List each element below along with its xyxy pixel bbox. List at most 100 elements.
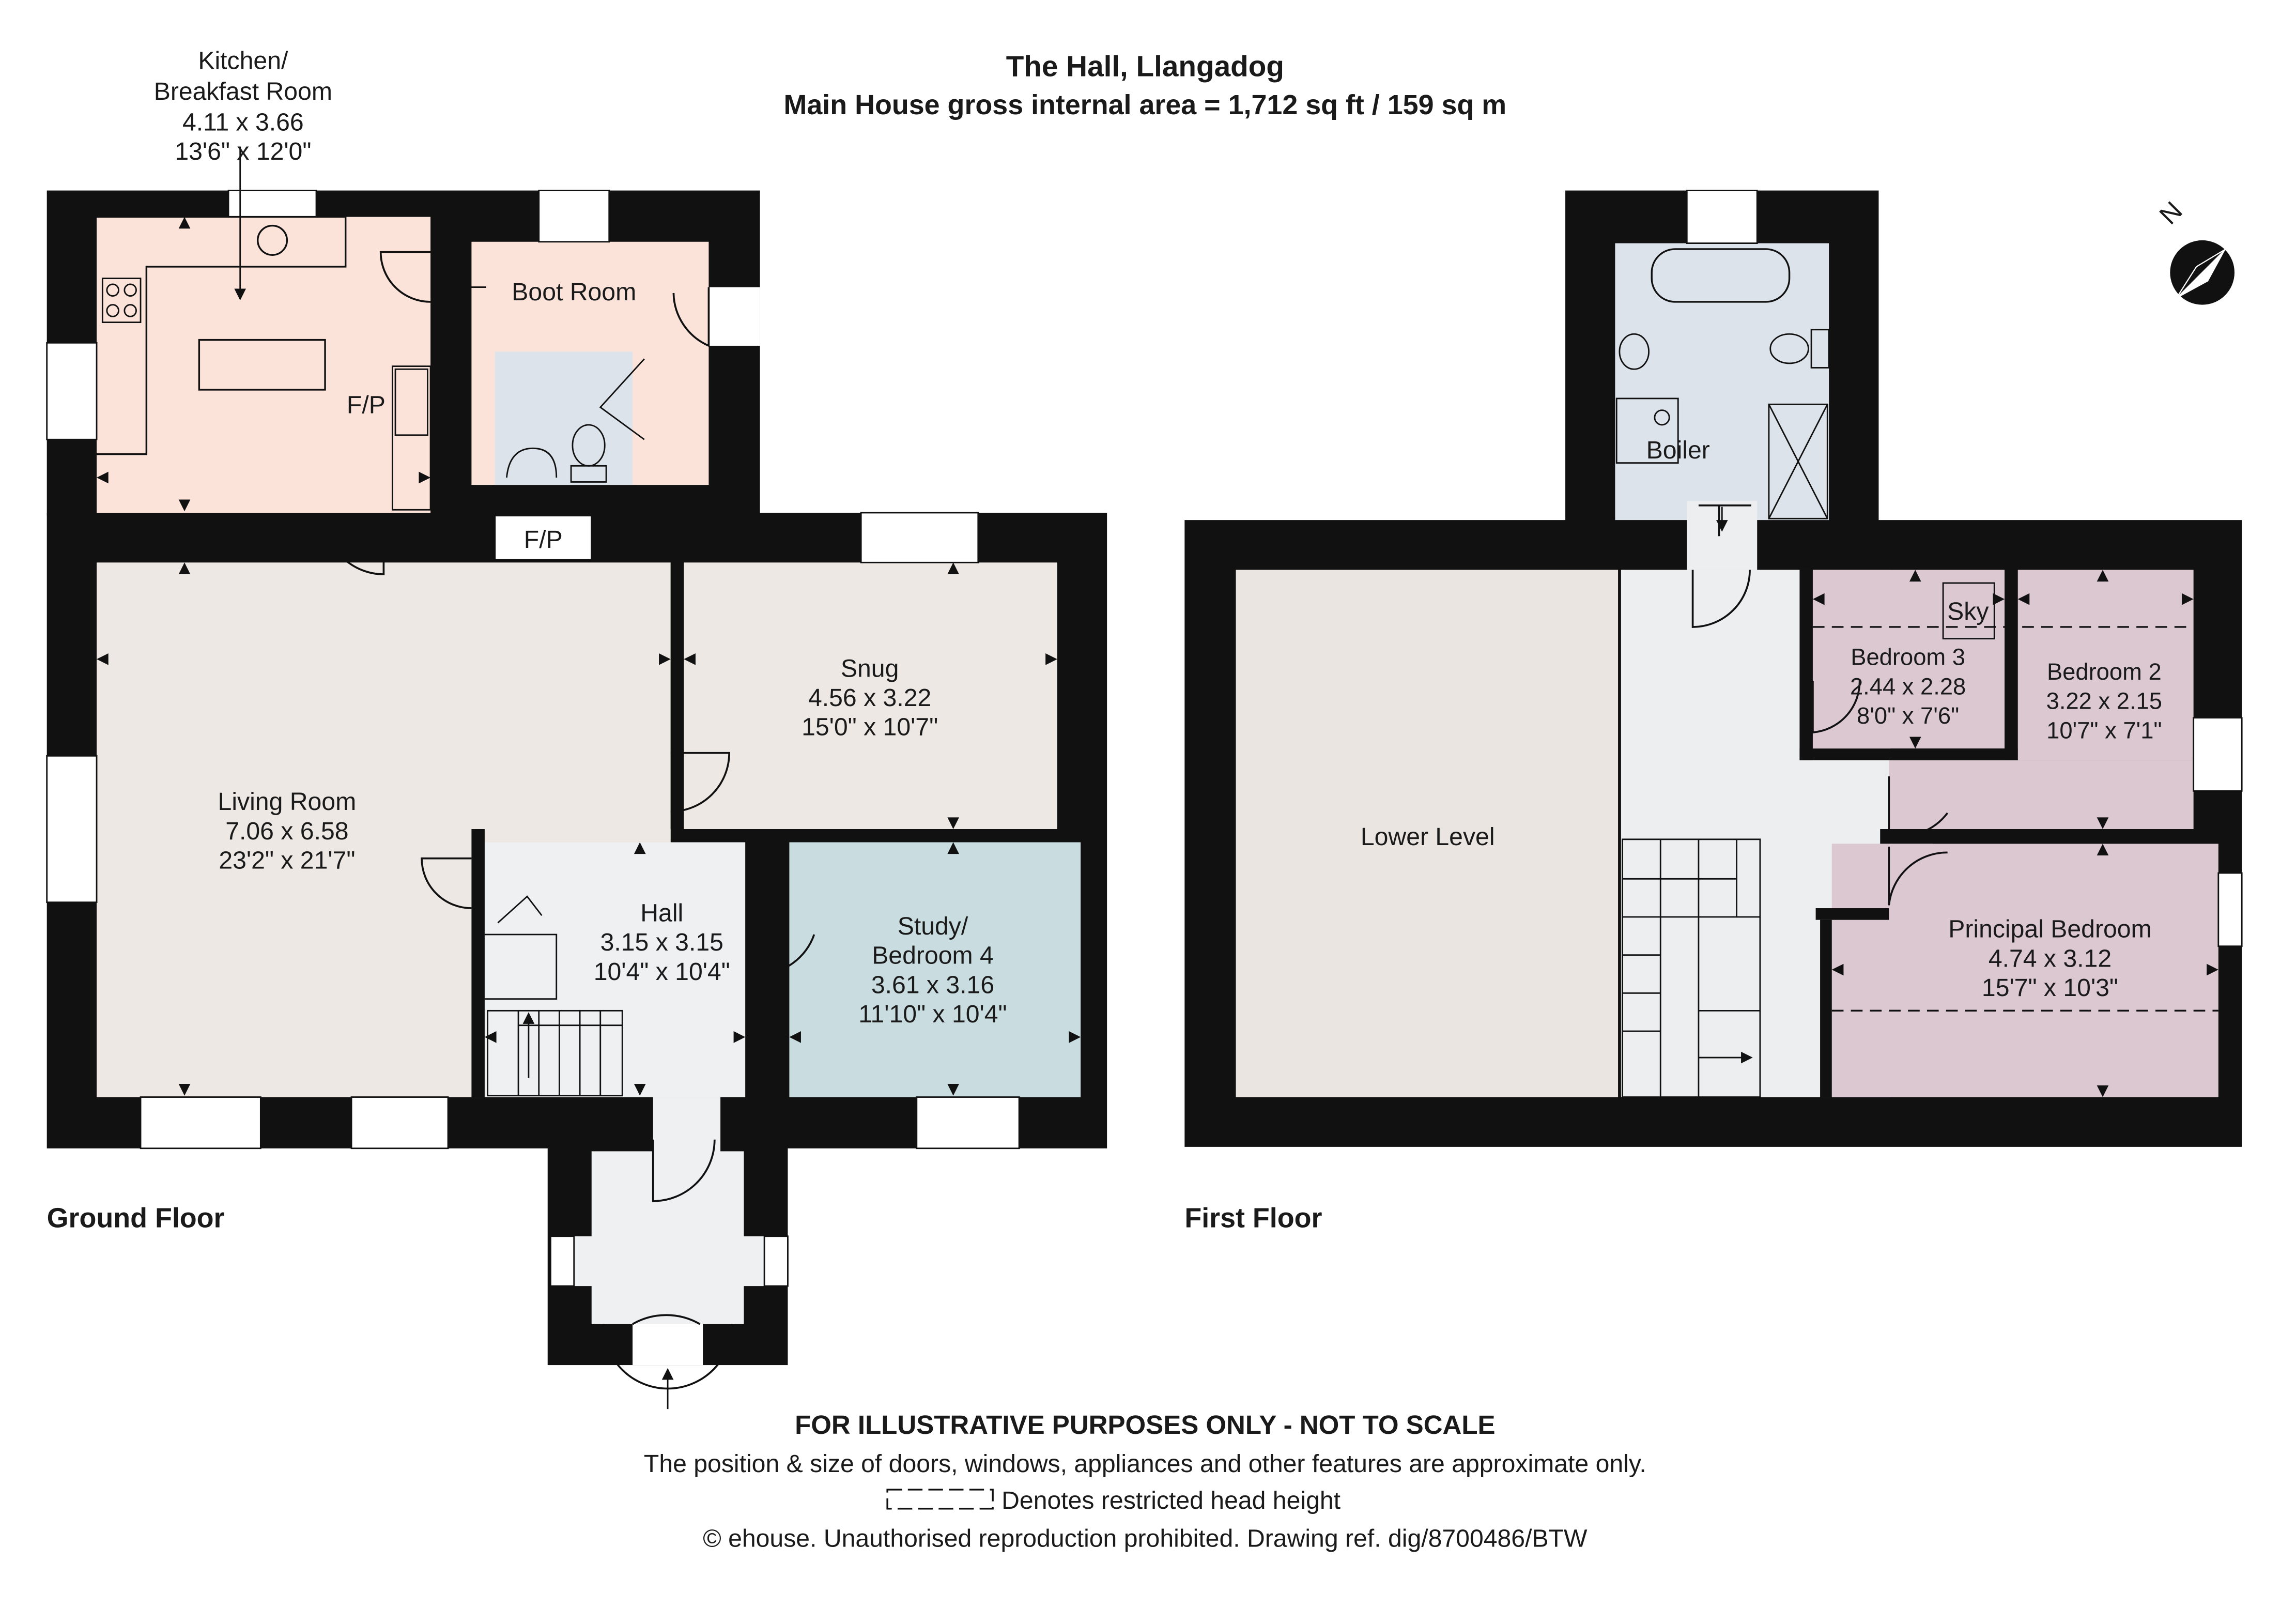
snug-name: Snug [841,654,899,682]
wall-bed3-left [1799,570,1813,760]
copyright-text: © ehouse. Unauthorised reproduction proh… [703,1524,1588,1552]
wall-principal-left [1820,920,1832,1097]
porch-room [574,1151,765,1324]
disclaimer-text: FOR ILLUSTRATIVE PURPOSES ONLY - NOT TO … [795,1410,1495,1440]
wall-living-snug [670,562,684,830]
window [140,1096,261,1150]
hall-metric: 3.15 x 3.15 [600,928,723,956]
snug-metric: 4.56 x 3.22 [808,684,931,712]
lower-level-name: Lower Level [1361,823,1495,851]
study-room [789,842,1081,1097]
fp-label-kitchen: F/P [347,391,386,419]
bedroom2-lower [1889,760,2194,830]
wall-bed2-principal [1880,829,2218,844]
first-floor-label: First Floor [1184,1203,1322,1234]
window [46,342,98,440]
window [46,755,98,904]
hall-cupboard-door [497,895,543,924]
bedroom2-imperial: 10'7" x 7'1" [2046,717,2162,743]
principal-name: Principal Bedroom [1948,915,2151,943]
window [763,1235,789,1287]
wc-room [495,351,633,485]
hall-name: Hall [640,899,683,927]
door-gap-boot-room [708,287,760,346]
study-imperial: 11'10" x 10'4" [858,1000,1007,1028]
sink-icon [257,224,288,256]
window [2193,717,2243,792]
window [549,1235,575,1287]
kitchen-imperial: 13'6" x 12'0" [175,137,311,165]
window [916,1096,1020,1150]
window [227,190,317,218]
compass-north-letter: N [2153,196,2187,230]
principal-room [1831,844,2218,1097]
window [860,512,979,563]
boot-room-name: Boot Room [512,278,636,306]
kitchen-name-line1: Kitchen/ [198,47,288,74]
approximate-note: The position & size of doors, windows, a… [644,1450,1646,1478]
kitchen-island [198,339,326,391]
dimension-ticks-first [1812,570,2218,1097]
sky-name: Sky [1947,598,1989,625]
wall-landing-stair [1815,908,1889,920]
basin-icon [1619,333,1650,370]
window [2217,872,2243,947]
window [350,1096,449,1150]
fp-hearth-kitchen [391,365,432,511]
lower-level-area [1236,570,1620,1097]
kitchen-metric: 4.11 x 3.66 [182,108,304,136]
window [538,190,610,243]
window [1686,190,1758,244]
hall-imperial: 10'4" x 10'4" [594,958,730,986]
toilet-icon [1769,329,1830,369]
fp-hearth-living [494,515,593,561]
hall-cupboard [484,933,558,1000]
bathroom-room [1615,243,1829,520]
skylight-box [1942,582,1995,640]
ground-floor-plan: F/P F/P [46,47,1107,1410]
plan-title: The Hall, Llangadog [1006,51,1284,83]
restricted-height-legend-text: Denotes restricted head height [1001,1487,1340,1514]
snug-imperial: 15'0" x 10'7" [802,713,938,741]
wall-hall-study [745,829,790,1097]
living-metric: 7.06 x 6.58 [225,817,348,845]
basin-icon [505,447,558,478]
kitchen-fridge [394,368,428,436]
shower-icon [1768,403,1828,519]
living-imperial: 23'2" x 21'7" [219,847,355,875]
study-name-line1: Study/ [898,912,968,940]
ground-floor-label: Ground Floor [47,1203,225,1234]
hall-passage [653,1097,721,1156]
bedroom2-name: Bedroom 2 [2047,659,2162,685]
bedroom2-room [2017,570,2194,760]
fp-label-living: F/P [524,526,563,554]
kitchen-name-line2: Breakfast Room [154,78,332,105]
north-compass-icon: N [2153,196,2235,305]
principal-metric: 4.74 x 3.12 [1989,944,2112,972]
kitchen-room [97,217,431,513]
bedroom3-imperial: 8'0" x 7'6" [1857,702,1959,729]
bath-icon [1651,248,1791,303]
dimension-ticks-ground [97,217,1081,1096]
door-gap-front [633,1324,703,1366]
principal-imperial: 15'7" x 10'3" [1982,974,2118,1002]
plan-area: Main House gross internal area = 1,712 s… [784,89,1507,120]
boiler-icon [1615,397,1679,464]
study-name-line2: Bedroom 4 [872,942,994,970]
toilet-icon [570,424,607,483]
hall-stairs [487,1009,623,1097]
kitchen-worktop [97,216,347,455]
living-name: Living Room [218,788,357,816]
restricted-height-legend-swatch [886,1489,994,1510]
doors-first [1691,504,1949,906]
bedroom3-metric: 2.44 x 2.28 [1850,673,1966,699]
wall-hall-living [471,829,485,1097]
doors-ground [324,251,815,1390]
first-floor-stairs [1622,838,1761,1098]
hob-icon [101,278,142,324]
snug-room [684,562,1057,830]
wall-bed3-bed2 [2005,570,2018,760]
wall-bed3-bottom [1799,748,2018,760]
first-floor-plan: Lower Level Boiler Sky Bedroom 3 2.44 x … [1184,190,2243,1234]
